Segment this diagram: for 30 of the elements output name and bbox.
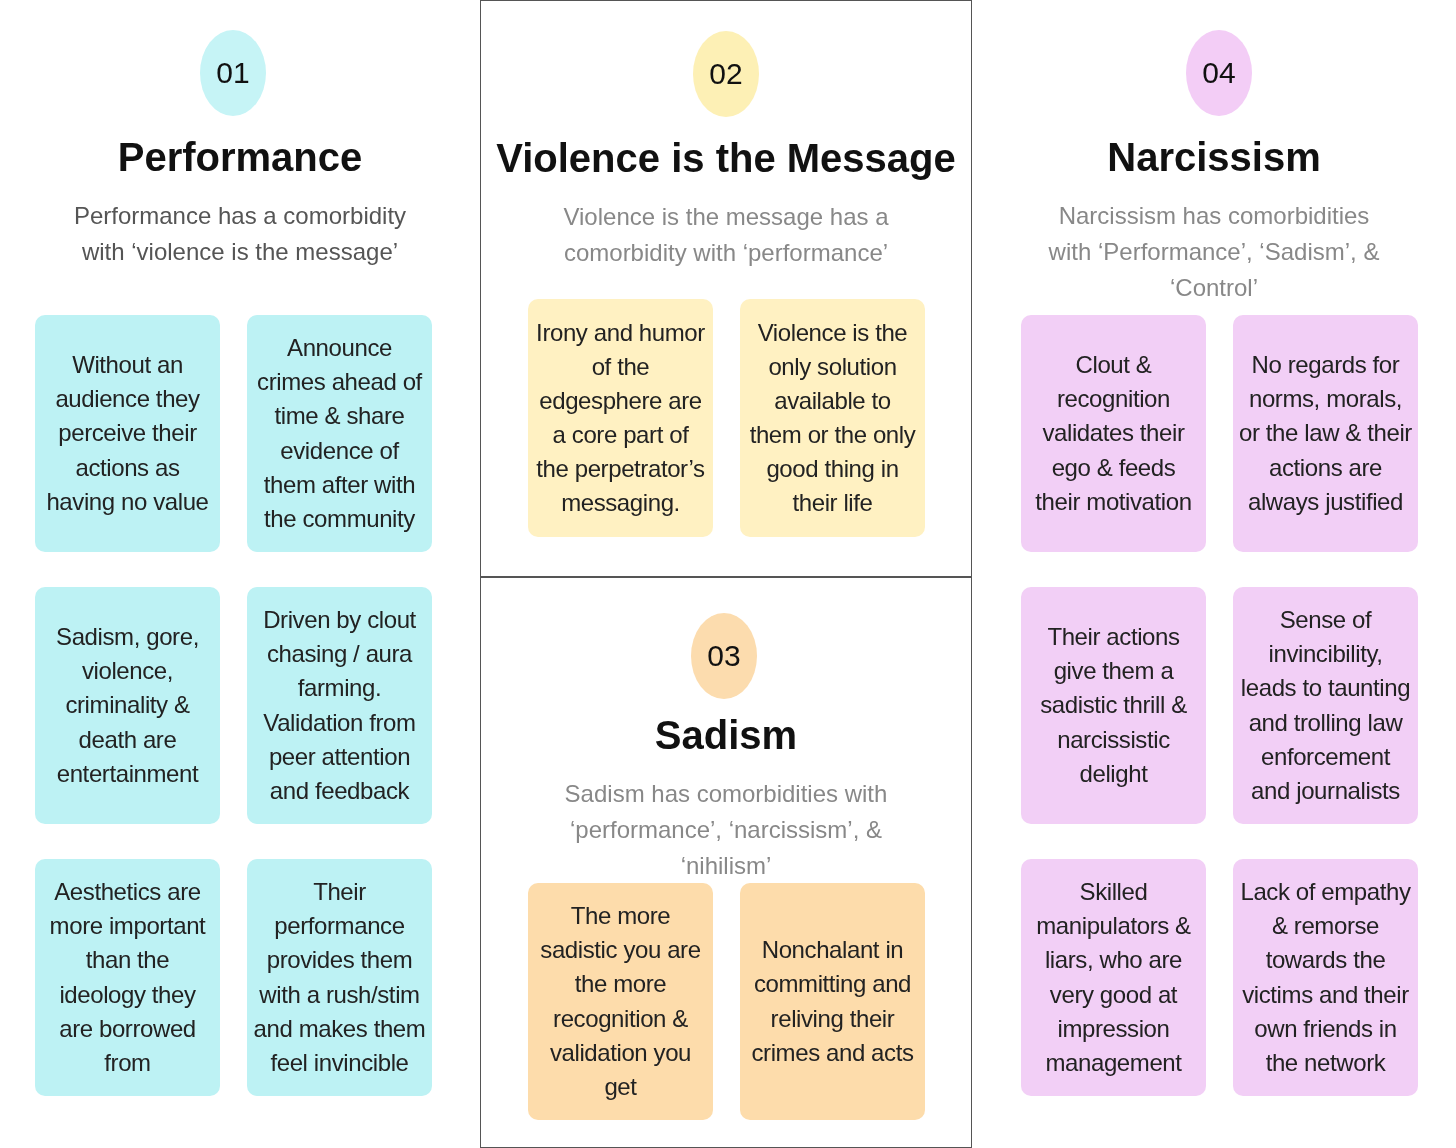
note-card: The more sadistic you are the more recognition & validation you get bbox=[528, 883, 713, 1120]
note-card: Nonchalant in committing and reliving their crimes and acts bbox=[740, 883, 925, 1120]
note-card: Their performance provides them with a rush/stim and makes them feel invincible bbox=[247, 859, 432, 1096]
note-card: Lack of empathy & remorse towards the victims and their own friends in the network bbox=[1233, 859, 1418, 1096]
panel-title: Performance bbox=[117, 135, 363, 180]
panel-subtitle: Performance has a comorbidity with ‘violence is the message’ bbox=[72, 201, 408, 267]
number-circle: 04 bbox=[1186, 30, 1252, 116]
panel bbox=[480, 577, 972, 1148]
note-card: No regards for norms, morals, or the law & their actions are always justified bbox=[1233, 315, 1418, 552]
note-card: Irony and humor of the edgesphere are a core part of the perpetrator’s messaging. bbox=[528, 299, 713, 537]
number-circle: 01 bbox=[200, 30, 266, 116]
number-circle: 03 bbox=[691, 613, 757, 699]
panel-subtitle: Violence is the message has a comorbidity with ‘performance’ bbox=[562, 202, 890, 268]
note-card: Sense of invincibility, leads to taunting and trolling law enforcement and journalists bbox=[1233, 587, 1418, 824]
number-circle: 02 bbox=[693, 31, 759, 117]
note-card: Their actions give them a sadistic thrill & narcissistic delight bbox=[1021, 587, 1206, 824]
panel-title: Narcissism bbox=[1107, 135, 1321, 180]
note-card: Announce crimes ahead of time & share evidence of them after with the community bbox=[247, 315, 432, 552]
panel-subtitle: Narcissism has comorbidities with ‘Performance’, ‘Sadism’, & ‘Control’ bbox=[1047, 201, 1381, 303]
panel bbox=[480, 0, 972, 577]
note-card: Skilled manipulators & liars, who are very good at impression management bbox=[1021, 859, 1206, 1096]
panel-title: Sadism bbox=[654, 713, 798, 758]
note-card: Without an audience they perceive their actions as having no value bbox=[35, 315, 220, 552]
panel-subtitle: Sadism has comorbidities with ‘performance’, ‘narcissism’, & ‘nihilism’ bbox=[563, 779, 889, 881]
note-card: Clout & recognition validates their ego & feeds their motivation bbox=[1021, 315, 1206, 552]
panel-title: Violence is the Message bbox=[496, 136, 956, 181]
note-card: Aesthetics are more important than the ideology they are borrowed from bbox=[35, 859, 220, 1096]
note-card: Driven by clout chasing / aura farming. Validation from peer attention and feedback bbox=[247, 587, 432, 824]
note-card: Sadism, gore, violence, criminality & death are entertainment bbox=[35, 587, 220, 824]
note-card: Violence is the only solution available to them or the only good thing in their life bbox=[740, 299, 925, 537]
